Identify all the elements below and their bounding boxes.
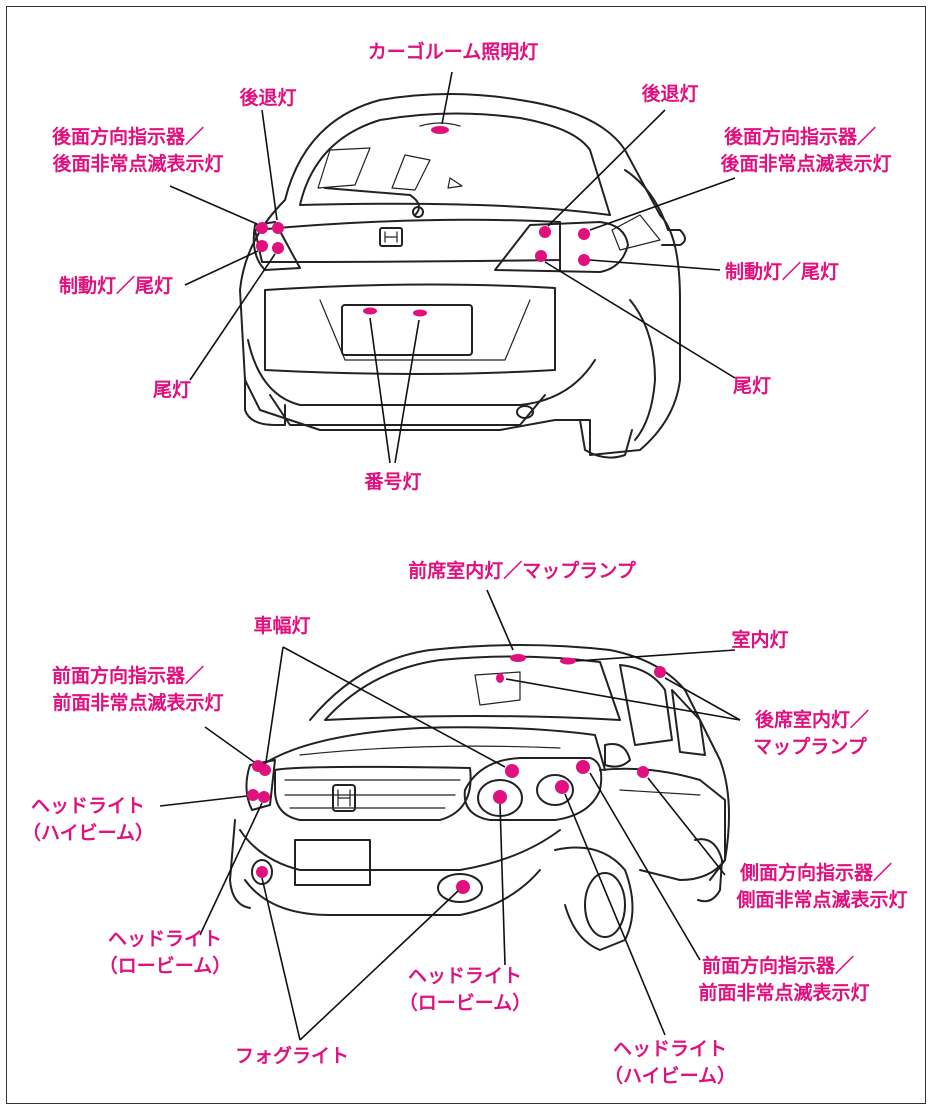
spot-headlight-low-left xyxy=(258,791,270,803)
spot-tail-right xyxy=(535,250,547,262)
spot-headlight-high-left xyxy=(247,789,259,801)
label-rear-map-light-2: マップランプ xyxy=(753,735,867,758)
label-fog-light: フォグライト xyxy=(235,1044,349,1067)
spot-cargo-light xyxy=(431,126,449,134)
label-headlight-low-center-1: ヘッドライト xyxy=(408,965,522,987)
diagram-frame xyxy=(6,6,926,1104)
label-side-marker: 車幅灯 xyxy=(253,614,310,637)
spot-reverse-right xyxy=(539,226,551,238)
label-front-turn-left-1: 前面方向指示器／ xyxy=(52,664,204,687)
label-headlight-high-left-1: ヘッドライト xyxy=(31,795,145,817)
label-side-turn-1: 側面方向指示器／ xyxy=(739,861,892,884)
spot-headlight-high-right xyxy=(555,780,569,794)
label-headlight-low-center-2: （ロービーム） xyxy=(399,991,531,1014)
spot-rear-turn-left xyxy=(256,222,268,234)
label-brake-tail-left: 制動灯／尾灯 xyxy=(59,274,173,297)
label-front-turn-left-2: 前面非常点滅表示灯 xyxy=(52,691,223,714)
spot-rear-turn-right xyxy=(578,228,590,240)
spot-brake-tail-right xyxy=(578,254,590,266)
label-reverse-right: 後退灯 xyxy=(641,82,698,105)
spot-license-right xyxy=(413,309,427,317)
label-rear-turn-left-2: 後面非常点滅表示灯 xyxy=(52,152,223,175)
label-tail-right: 尾灯 xyxy=(733,375,771,397)
spot-license-left xyxy=(363,307,377,315)
spot-rear-map xyxy=(654,666,666,678)
spot-front-turn-right xyxy=(576,760,590,774)
label-headlight-low-left-1: ヘッドライト xyxy=(108,928,222,950)
light-spots xyxy=(247,126,666,894)
spot-side-turn xyxy=(637,766,649,778)
label-headlight-low-left-2: （ロービーム） xyxy=(99,954,231,977)
label-room-light: 室内灯 xyxy=(731,628,788,651)
front-view-car xyxy=(229,644,730,951)
label-license-light: 番号灯 xyxy=(363,471,421,493)
label-headlight-high-right-2: （ハイビーム） xyxy=(604,1064,736,1087)
spot-side-marker-right xyxy=(505,764,519,778)
label-rear-map-light-1: 後席室内灯／ xyxy=(755,708,869,731)
label-front-turn-right-1: 前面方向指示器／ xyxy=(702,954,854,977)
leader-lines xyxy=(159,71,741,1041)
spot-front-map xyxy=(510,654,526,662)
label-rear-turn-right-2: 後面非常点滅表示灯 xyxy=(720,152,891,175)
label-rear-turn-right-1: 後面方向指示器／ xyxy=(724,125,876,148)
label-front-map-light: 前席室内灯／マップランプ xyxy=(408,559,636,582)
spot-headlight-low-center xyxy=(493,790,507,804)
label-headlight-high-right-1: ヘッドライト xyxy=(613,1038,727,1060)
spot-brake-tail-left xyxy=(256,240,268,252)
label-reverse-left: 後退灯 xyxy=(239,86,296,109)
label-brake-tail-right: 制動灯／尾灯 xyxy=(725,260,839,283)
spot-front-map-2 xyxy=(496,673,504,683)
rear-view-car xyxy=(239,93,686,459)
labels: カーゴルーム照明灯 後退灯 後面方向指示器／ 後面非常点滅表示灯 制動灯／尾灯 … xyxy=(22,40,908,1087)
spot-fog-right xyxy=(456,880,470,894)
spot-side-marker-left xyxy=(259,764,271,776)
label-tail-left: 尾灯 xyxy=(153,379,191,401)
label-rear-turn-left-1: 後面方向指示器／ xyxy=(52,125,204,148)
spot-tail-left xyxy=(272,242,284,254)
spot-fog-left xyxy=(256,866,268,878)
label-side-turn-2: 側面非常点滅表示灯 xyxy=(735,888,907,911)
spot-room-light xyxy=(560,657,576,665)
spot-reverse-left xyxy=(272,222,284,234)
label-cargo-room-light: カーゴルーム照明灯 xyxy=(368,40,538,63)
label-front-turn-right-2: 前面非常点滅表示灯 xyxy=(698,981,869,1004)
label-headlight-high-left-2: （ハイビーム） xyxy=(22,821,154,844)
